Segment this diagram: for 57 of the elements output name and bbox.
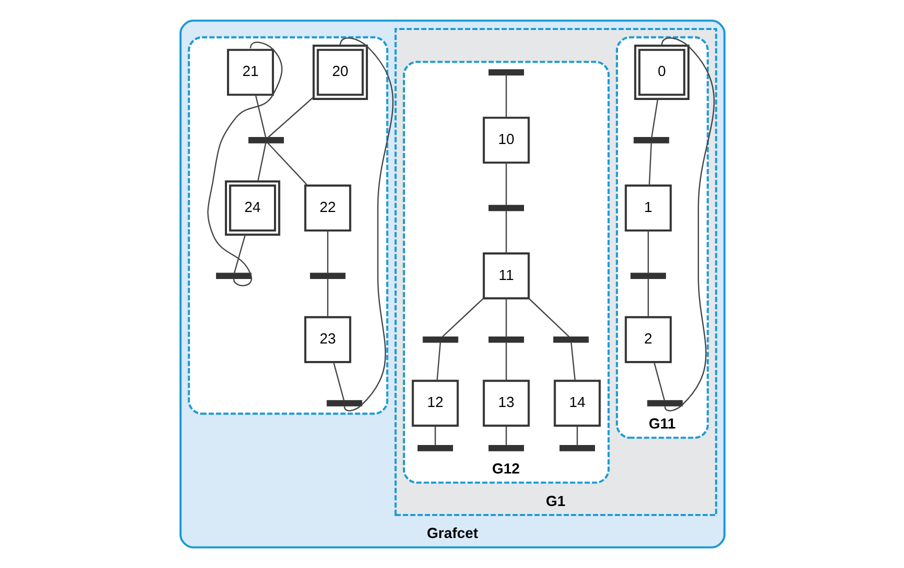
node-bar bbox=[488, 445, 524, 452]
node-bar bbox=[488, 204, 524, 212]
connector bbox=[436, 342, 441, 381]
node-box: 1 bbox=[624, 184, 672, 232]
node-box: 20 bbox=[312, 44, 368, 100]
node-bar bbox=[310, 272, 345, 280]
node-box: 21 bbox=[226, 48, 274, 96]
node-box: 23 bbox=[304, 316, 351, 364]
connector bbox=[254, 94, 266, 138]
connector bbox=[653, 362, 665, 402]
node-box: 2 bbox=[624, 316, 672, 364]
node-bar bbox=[326, 400, 362, 406]
node-box: 13 bbox=[482, 380, 530, 427]
node-bar bbox=[417, 445, 453, 452]
node-box: 12 bbox=[411, 380, 458, 427]
connector bbox=[326, 278, 328, 317]
connector bbox=[660, 37, 714, 412]
node-box: 24 bbox=[224, 180, 280, 236]
connector bbox=[650, 98, 658, 138]
node-bar bbox=[552, 336, 588, 343]
connector bbox=[576, 426, 578, 446]
node-box: 22 bbox=[304, 184, 351, 232]
node-bar bbox=[559, 445, 594, 452]
connector bbox=[505, 342, 506, 381]
node-bar bbox=[422, 336, 458, 343]
node-bar bbox=[488, 336, 524, 343]
connector bbox=[440, 298, 484, 338]
connector bbox=[206, 42, 282, 286]
connector bbox=[332, 362, 344, 402]
node-bar bbox=[630, 272, 666, 280]
connector bbox=[326, 230, 328, 274]
connector bbox=[647, 278, 648, 317]
connector bbox=[505, 210, 506, 254]
node-bar bbox=[216, 272, 252, 280]
node-box: 0 bbox=[634, 44, 689, 100]
node-bar bbox=[488, 69, 524, 76]
connector bbox=[647, 230, 648, 274]
connector bbox=[233, 234, 246, 274]
connector bbox=[266, 96, 314, 138]
connector bbox=[505, 298, 506, 338]
connector bbox=[505, 162, 506, 206]
connector bbox=[505, 426, 506, 446]
connector bbox=[339, 38, 393, 412]
connector bbox=[256, 142, 266, 182]
connector bbox=[434, 426, 436, 446]
connector bbox=[528, 298, 570, 338]
connector bbox=[648, 142, 652, 186]
connector bbox=[266, 142, 308, 186]
node-bar bbox=[248, 137, 284, 144]
node-bar bbox=[633, 137, 669, 144]
connector bbox=[505, 74, 506, 118]
connector bbox=[570, 342, 576, 381]
node-box: 14 bbox=[553, 380, 600, 427]
node-box: 10 bbox=[482, 116, 530, 164]
node-box: 11 bbox=[482, 252, 530, 300]
cluster bbox=[187, 36, 388, 415]
node-bar bbox=[646, 400, 682, 406]
